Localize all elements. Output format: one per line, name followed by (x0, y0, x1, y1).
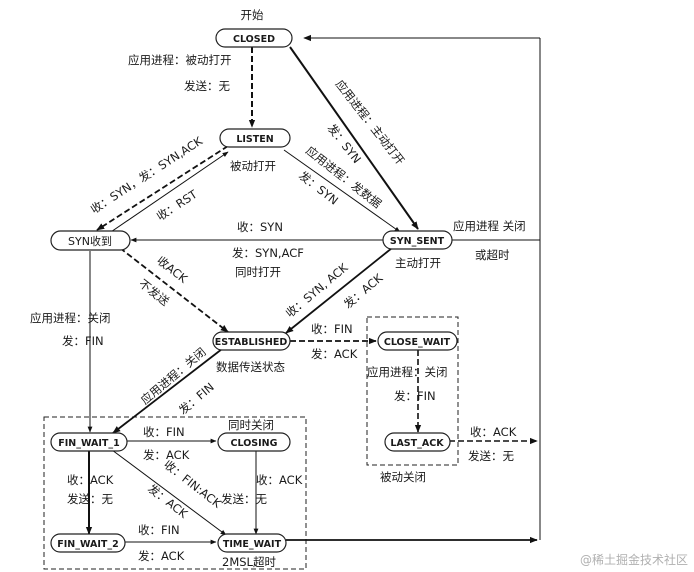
label-fw1-finack-send: 发：ACK (145, 481, 190, 521)
passive-close-group (366, 316, 459, 466)
label-fw2-send-ack: 发：ACK (138, 549, 185, 563)
arrow-synsent-established (285, 247, 393, 334)
state-label: FIN_WAIT_1 (58, 438, 120, 449)
state-fin-wait-1: FIN_WAIT_1 (50, 432, 128, 452)
label-active-open-text: 主动打开 (395, 256, 441, 270)
label-fw1-send-ack: 发：ACK (143, 448, 190, 462)
arrow-listen-synrcvd (96, 145, 229, 231)
state-fin-wait-2: FIN_WAIT_2 (50, 533, 126, 553)
state-closing: CLOSING (217, 432, 291, 452)
active-close-group (43, 416, 307, 570)
state-label: SYN收到 (68, 234, 112, 248)
state-time-wait: TIME_WAIT (217, 533, 287, 553)
state-label: FIN_WAIT_2 (57, 539, 119, 550)
label-closing-recv-ack: 收：ACK (256, 473, 303, 487)
state-label: CLOSING (231, 438, 278, 449)
label-cw-close-app: 应用进程：关闭 (367, 365, 448, 379)
label-data-transfer: 数据传送状态 (216, 360, 285, 374)
label-synrcvd-close-app: 应用进程：关闭 (30, 311, 111, 325)
state-closed: CLOSED (215, 28, 293, 48)
label-passive-open-app: 应用进程：被动打开 (128, 53, 232, 67)
label-synsent-close-timeout: 或超时 (475, 248, 510, 262)
label-msl-timeout: 2MSL超时 (222, 555, 276, 569)
state-syn-rcvd: SYN收到 (50, 230, 131, 251)
label-la-recv-ack: 收：ACK (470, 425, 517, 439)
label-fw1-send-none: 发送：无 (67, 492, 113, 506)
arrow-established-finwait1 (112, 348, 223, 434)
label-cw-close-send: 发：FIN (394, 389, 436, 403)
arrow-listen-synsent (283, 149, 401, 233)
state-label: SYN_SENT (390, 236, 445, 247)
state-established: ESTABLISHED (212, 331, 291, 351)
label-fw1-recv-ack: 收：ACK (67, 473, 114, 487)
label-synsent-to-est-send: 发：ACK (341, 271, 386, 312)
state-label: CLOSED (233, 34, 275, 45)
state-listen: LISTEN (219, 128, 291, 148)
label-la-send-none: 发送：无 (468, 449, 514, 463)
label-fw2-recv-fin: 收：FIN (138, 523, 180, 537)
state-last-ack: LAST_ACK (384, 432, 451, 452)
label-simul-send: 发：SYN,ACF (232, 246, 304, 260)
state-label: LAST_ACK (390, 438, 444, 449)
label-synrcvd-close-send: 发：FIN (62, 334, 104, 348)
label-simul-close: 同时关闭 (228, 418, 274, 432)
state-label: CLOSE_WAIT (384, 337, 451, 348)
arrow-finwait1-timewait (111, 449, 227, 536)
watermark: @稀土掘金技术社区 (580, 552, 688, 567)
label-fw1-recv-fin: 收：FIN (143, 425, 185, 439)
state-close-wait: CLOSE_WAIT (377, 331, 458, 351)
label-passive-close: 被动关闭 (380, 470, 426, 484)
label-est-recv-fin: 收：FIN (311, 322, 353, 336)
label-simul-open: 同时打开 (235, 265, 281, 279)
state-label: TIME_WAIT (223, 539, 282, 550)
label-passive-open-send: 发送：无 (184, 79, 230, 93)
label-est-close-send: 发：FIN (176, 380, 217, 417)
arrow-closed-synsent (289, 46, 419, 230)
label-synsent-close-app: 应用进程 关闭 (453, 219, 526, 233)
label-synrcvd-recv-ack: 收ACK (154, 253, 190, 286)
label-simul-recv: 收：SYN (237, 220, 283, 234)
state-syn-sent: SYN_SENT (382, 230, 453, 250)
label-est-send-ack: 发：ACK (311, 347, 358, 361)
state-label: ESTABLISHED (215, 337, 288, 348)
label-passive-open-text: 被动打开 (230, 159, 276, 173)
label-synrcvd-no-send: 不发送 (136, 276, 172, 309)
label-synrcvd-to-listen: 收：RST (154, 187, 200, 224)
state-label: LISTEN (236, 134, 273, 145)
label-closing-send-none: 发送：无 (221, 492, 267, 506)
arrow-synrcvd-listen (104, 151, 229, 237)
label-start: 开始 (241, 8, 264, 22)
arrow-synrcvd-established (119, 247, 229, 333)
